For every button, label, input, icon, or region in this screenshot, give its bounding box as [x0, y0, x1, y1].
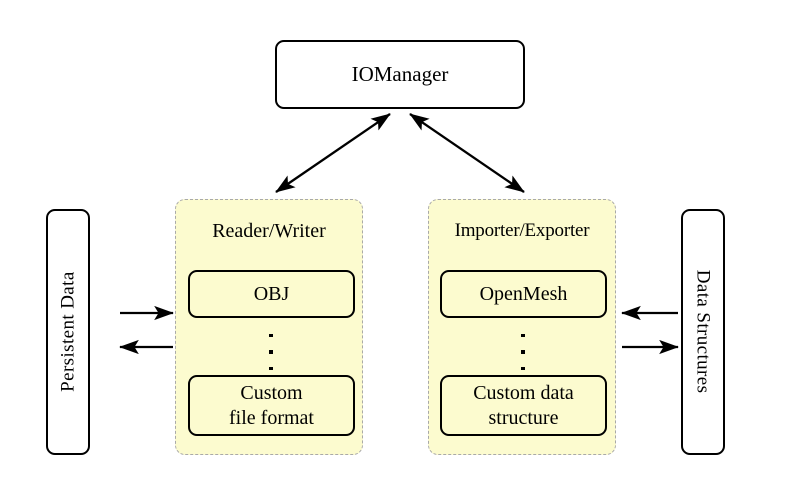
- node-data-structures[interactable]: Data Structures: [681, 209, 725, 455]
- ellipsis-dot: [521, 334, 525, 338]
- panel-importer-exporter-title: Importer/Exporter: [454, 220, 590, 241]
- node-custom-file-format[interactable]: Custom file format: [188, 375, 355, 436]
- custom-file-format-label: Custom file format: [229, 381, 314, 430]
- ellipsis-dot: [269, 334, 273, 338]
- edge-iomanager-reader-writer: [275, 113, 391, 193]
- ellipsis-dot: [269, 350, 273, 354]
- ellipsis-dot: [521, 350, 525, 354]
- io-manager-label: IOManager: [351, 61, 449, 86]
- ellipsis-dot: [269, 366, 273, 370]
- custom-data-structure-line1: Custom data: [473, 382, 574, 405]
- data-structures-label: Data Structures: [692, 270, 714, 394]
- edge-iomanager-importer-exporter: [409, 113, 525, 193]
- panel-reader-writer-title: Reader/Writer: [212, 220, 326, 242]
- persistent-data-label: Persistent Data: [57, 271, 79, 393]
- node-io-manager[interactable]: IOManager: [275, 40, 525, 109]
- ellipsis-reader-writer: [264, 334, 278, 370]
- node-openmesh[interactable]: OpenMesh: [440, 270, 607, 318]
- node-custom-data-structure[interactable]: Custom data structure: [440, 375, 607, 436]
- custom-file-format-line1: Custom: [240, 382, 303, 405]
- custom-file-format-line2: file format: [229, 406, 314, 429]
- custom-data-structure-label: Custom data structure: [473, 381, 574, 430]
- ellipsis-dot: [521, 366, 525, 370]
- openmesh-label: OpenMesh: [479, 282, 568, 305]
- ellipsis-importer-exporter: [516, 334, 530, 370]
- custom-data-structure-line2: structure: [488, 406, 559, 429]
- node-persistent-data[interactable]: Persistent Data: [46, 209, 90, 455]
- obj-label: OBJ: [253, 282, 290, 305]
- node-obj[interactable]: OBJ: [188, 270, 355, 318]
